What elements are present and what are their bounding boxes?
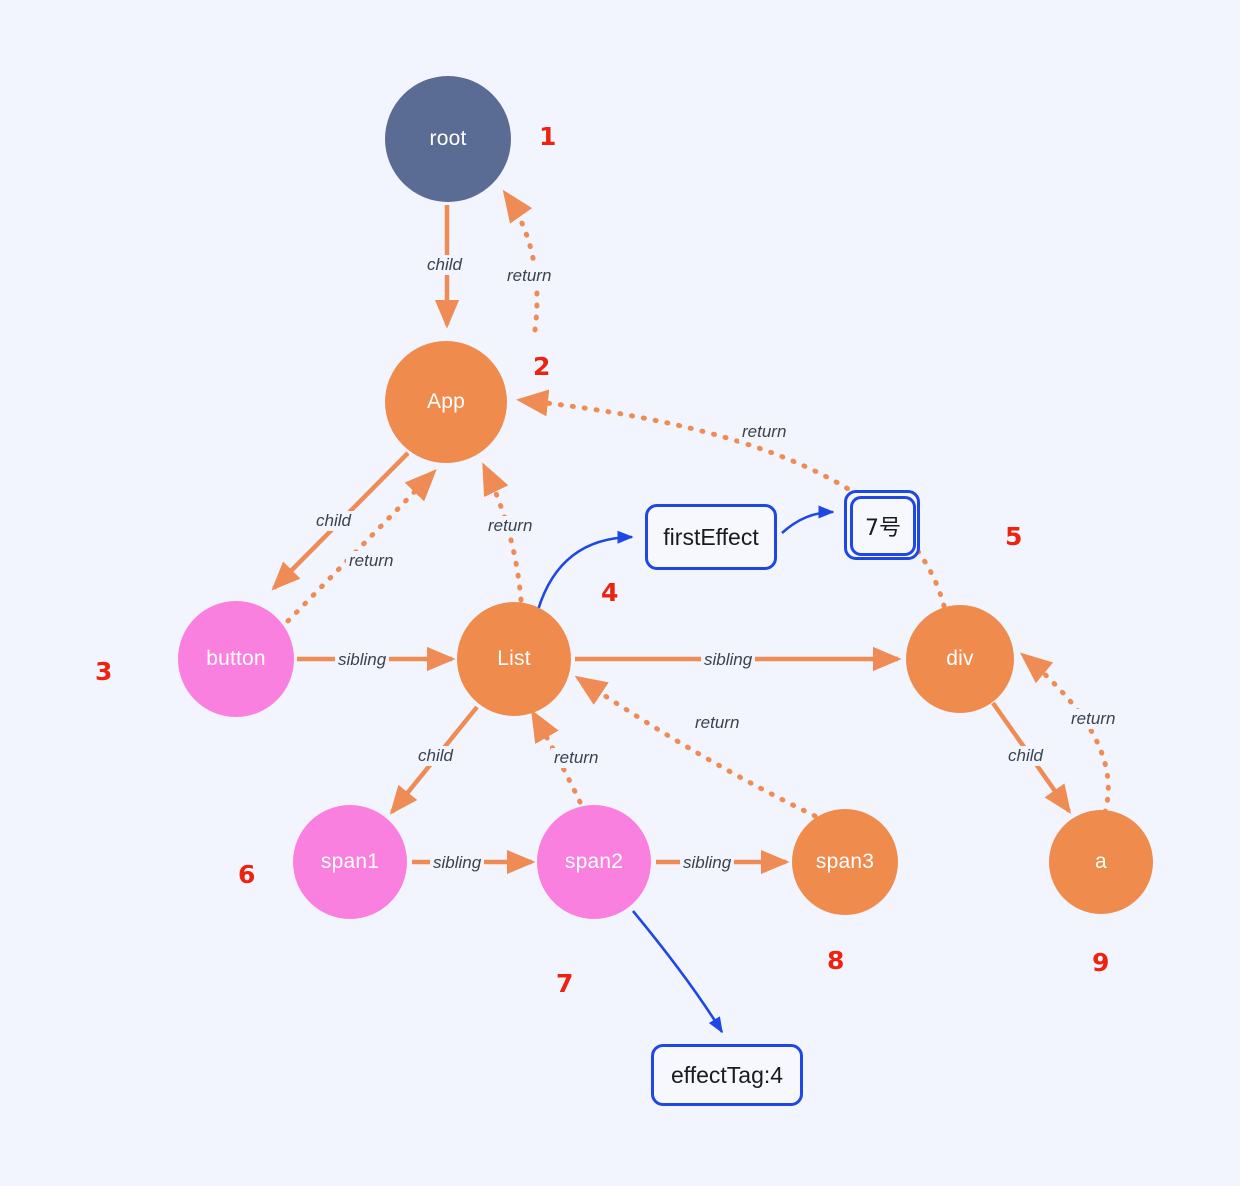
annotation-number-6-text: 6 [238, 860, 256, 889]
annotation-number-4: 4 [601, 578, 618, 607]
node-span2[interactable]: span2 [537, 805, 651, 919]
annotation-number-9-text: 9 [1092, 948, 1110, 977]
node-list[interactable]: List [457, 602, 571, 716]
node-a-label: a [1095, 850, 1107, 873]
edge-label-text: child [418, 746, 453, 765]
edge-label-text: return [554, 748, 599, 767]
edge-label-return-span3-list: return [692, 713, 743, 733]
node-app[interactable]: App [385, 341, 507, 463]
edge-app-root-return [502, 189, 540, 333]
annotation-number-8: 8 [827, 946, 844, 975]
edge-label-text: return [349, 551, 394, 570]
annotation-number-3-text: 3 [95, 657, 113, 686]
edge-label-text: sibling [704, 650, 753, 669]
box-no7-inner: 7号 [850, 496, 916, 556]
edge-label-return-app-root: return [504, 266, 555, 286]
node-a[interactable]: a [1049, 810, 1153, 914]
edge-label-return-a-div: return [1068, 709, 1119, 729]
edge-label-text: sibling [683, 853, 732, 872]
annotation-number-3: 3 [95, 657, 112, 686]
edge-label-text: sibling [433, 853, 482, 872]
annotation-number-1: 1 [539, 122, 556, 151]
annotation-number-7: 7 [556, 969, 573, 998]
node-app-label: App [427, 390, 465, 413]
node-div[interactable]: div [906, 605, 1014, 713]
node-span3-label: span3 [815, 850, 875, 873]
edge-label-text: return [742, 422, 787, 441]
edge-button-app-return [285, 469, 437, 624]
edge-label-sibling-list-div: sibling [701, 650, 756, 670]
node-div-label: div [946, 647, 974, 670]
edge-firsteffect-no7-pointer [781, 505, 835, 534]
edge-label-text: return [488, 516, 533, 535]
edge-label-sibling-span2-span3: sibling [680, 853, 735, 873]
annotation-number-8-text: 8 [827, 946, 845, 975]
edge-label-text: child [316, 511, 351, 530]
edge-label-text: return [507, 266, 552, 285]
node-span1-label: span1 [320, 850, 380, 873]
node-root[interactable]: root [385, 76, 511, 202]
box-first-effect-label: firstEffect [663, 523, 759, 550]
edge-span2-effecttag-pointer [631, 910, 724, 1034]
annotation-number-2-text: 2 [533, 352, 551, 381]
annotation-number-4-text: 4 [601, 578, 619, 607]
box-effect-tag[interactable]: effectTag:4 [651, 1044, 803, 1106]
box-no7-label: 7号 [865, 516, 901, 541]
node-list-label: List [497, 647, 531, 670]
edge-label-text: return [695, 713, 740, 732]
edge-label-child-app-button: child [313, 511, 354, 531]
node-button-label: button [206, 647, 266, 670]
edge-label-return-button-app: return [346, 551, 397, 571]
node-button[interactable]: button [178, 601, 294, 717]
edge-label-text: child [1008, 746, 1043, 765]
edge-label-text: child [427, 255, 462, 274]
annotation-number-2: 2 [533, 352, 550, 381]
edge-label-child-root-app: child [424, 255, 465, 275]
node-root-label: root [429, 127, 467, 150]
edge-label-text: sibling [338, 650, 387, 669]
node-span2-label: span2 [564, 850, 624, 873]
edge-label-child-list-span1: child [415, 746, 456, 766]
edge-label-sibling-span1-span2: sibling [430, 853, 485, 873]
annotation-number-7-text: 7 [556, 969, 574, 998]
edge-label-return-span2-list: return [551, 748, 602, 768]
edge-label-child-div-a: child [1005, 746, 1046, 766]
annotation-number-1-text: 1 [539, 122, 557, 151]
box-no7-outer[interactable]: 7号 [844, 490, 920, 560]
edge-a-div-return [1019, 652, 1111, 815]
annotation-number-6: 6 [238, 860, 255, 889]
box-first-effect[interactable]: firstEffect [645, 504, 777, 570]
box-effect-tag-label: effectTag:4 [670, 1061, 784, 1088]
edge-span3-list-return [574, 675, 818, 819]
annotation-number-9: 9 [1092, 948, 1109, 977]
edge-label-return-list-app: return [485, 516, 536, 536]
edge-label-sibling-button-list: sibling [335, 650, 390, 670]
node-span3[interactable]: span3 [792, 809, 898, 915]
edge-label-return-div-app: return [739, 422, 790, 442]
annotation-number-5: 5 [1005, 522, 1022, 551]
node-span1[interactable]: span1 [293, 805, 407, 919]
edge-label-text: return [1071, 709, 1116, 728]
annotation-number-5-text: 5 [1005, 522, 1023, 551]
